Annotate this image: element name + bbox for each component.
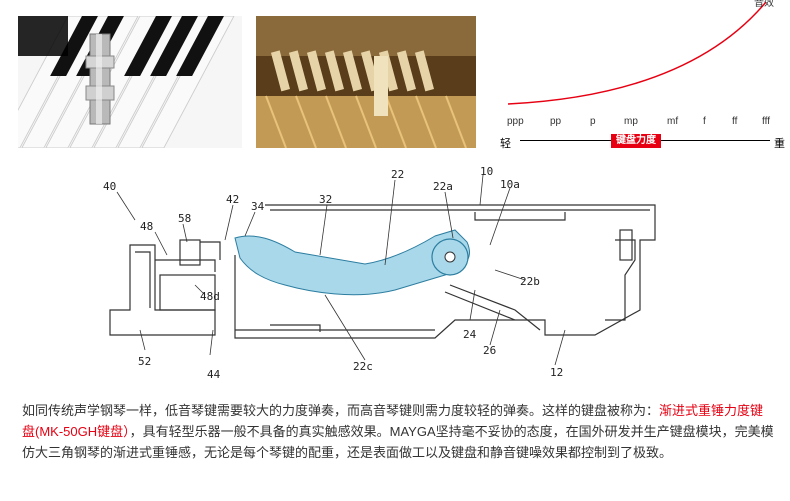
diagram-label-10: 10 — [480, 165, 493, 178]
diagram-label-32: 32 — [319, 193, 332, 206]
hammer-mechanism-diagram: 40 48 58 42 34 32 22 22a 10 10a 22b 48d 52 44 22c 24 26 1… — [103, 165, 656, 381]
diagram-label-44: 44 — [207, 368, 221, 381]
dynamic-mark-ff: ff — [732, 116, 738, 127]
velocity-curve — [507, 1, 767, 105]
light-label: 轻 — [500, 138, 511, 150]
keyboard-photo — [18, 16, 242, 148]
heavy-label: 重 — [774, 138, 785, 150]
diagram-label-22b: 22b — [520, 275, 540, 288]
dynamic-mark-p: p — [590, 116, 596, 127]
diagram-label-24: 24 — [463, 328, 477, 341]
diagram-label-58: 58 — [178, 212, 191, 225]
sound-effect-label: 音效 — [754, 0, 774, 9]
dynamic-mark-f: f — [703, 116, 706, 127]
hammer-action-photo — [256, 16, 476, 148]
diagram-label-48: 48 — [140, 220, 153, 233]
dynamic-mark-ppp: ppp — [507, 116, 524, 127]
dynamic-mark-pp: pp — [550, 116, 562, 127]
diagram-label-48d: 48d — [200, 290, 220, 303]
keyboard-force-badge: 键盘力度 — [611, 134, 661, 148]
diagram-label-26: 26 — [483, 344, 496, 357]
diagram-label-42: 42 — [226, 193, 239, 206]
dynamic-mark-fff: fff — [762, 116, 770, 127]
diagram-label-22a: 22a — [433, 180, 453, 193]
description-paragraph: 如同传统声学钢琴一样，低音琴键需要较大的力度弹奏，而高音琴键则需力度较轻的弹奏。… — [22, 400, 774, 463]
description-part1: 如同传统声学钢琴一样，低音琴键需要较大的力度弹奏，而高音琴键则需力度较轻的弹奏。… — [22, 403, 660, 418]
description-part2: ，具有轻型乐器一般不具备的真实触感效果。MAYGA坚持毫不妥协的态度，在国外研发… — [22, 424, 774, 460]
dynamic-mark-mp: mp — [624, 116, 638, 127]
description-highlight: 渐进式重锤力度键盘(MK-50GH键盘） — [22, 403, 764, 439]
diagram-label-12: 12 — [550, 366, 563, 379]
diagram-label-40: 40 — [103, 180, 116, 193]
diagram-label-34: 34 — [251, 200, 265, 213]
diagram-label-10a: 10a — [500, 178, 520, 191]
dynamic-mark-mf: mf — [667, 116, 679, 127]
diagram-label-22c: 22c — [353, 360, 373, 373]
diagram-label-22: 22 — [391, 168, 404, 181]
diagram-label-52: 52 — [138, 355, 151, 368]
